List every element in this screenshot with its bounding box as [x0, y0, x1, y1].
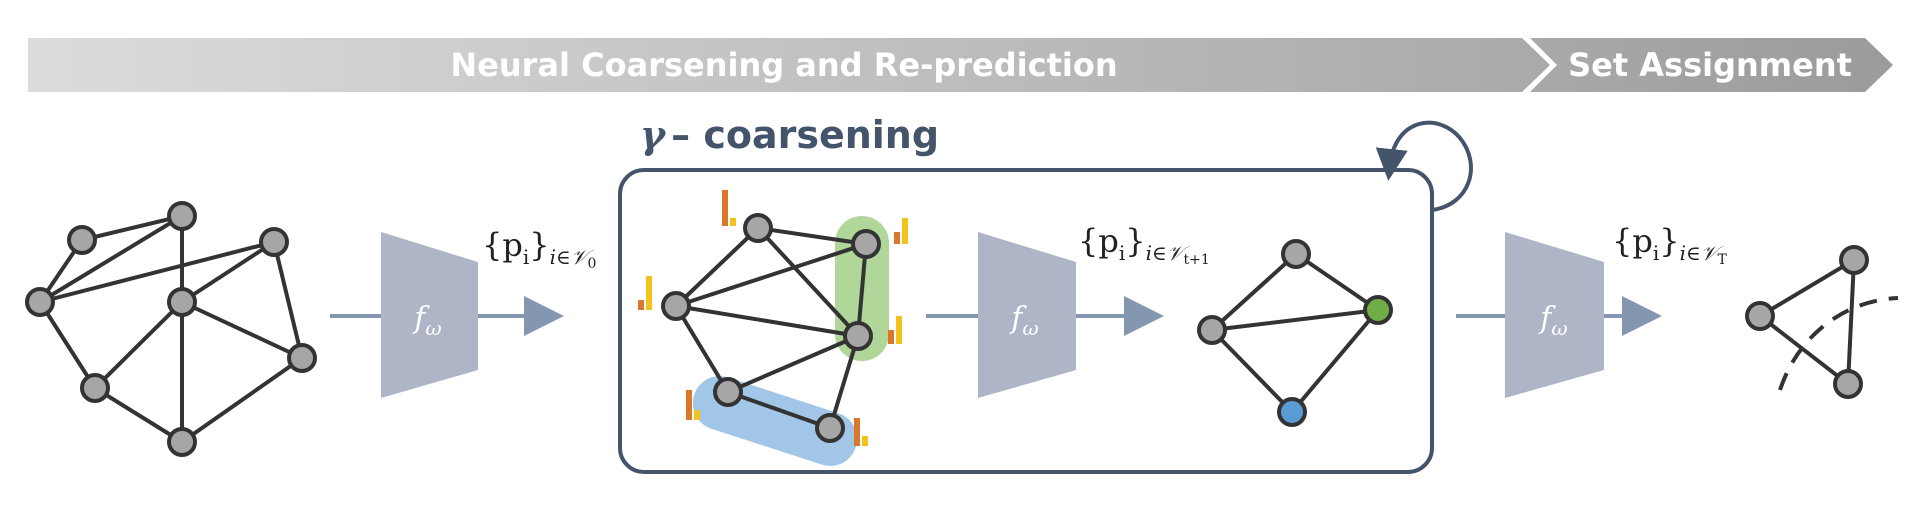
coarsening-graph-nodes [661, 213, 881, 443]
banner-stage2-arrow [1530, 38, 1893, 92]
graph-node [661, 291, 691, 321]
graph-node [851, 229, 881, 259]
graph-node [1745, 301, 1775, 331]
graph-node [167, 287, 197, 317]
encoder-trapezoid-icon [381, 232, 478, 398]
graph-node [743, 213, 773, 243]
graph-node [713, 377, 743, 407]
graph-node [67, 225, 97, 255]
graph-node [167, 201, 197, 231]
self-loop-arrow-icon [1375, 120, 1473, 212]
coarsening-title: γ– coarsening [640, 112, 939, 157]
graph-node [815, 413, 845, 443]
output-p0-label: {pi}i∈𝒱0 [482, 226, 596, 272]
final-graph [1758, 258, 1856, 386]
coarsening-graph [674, 226, 868, 430]
probability-bars [638, 190, 908, 446]
final-graph-nodes [1745, 245, 1869, 399]
input-graph-nodes [25, 201, 317, 457]
probability-bar-icon [722, 190, 736, 226]
graph-node [80, 373, 110, 403]
encoder-trapezoid-icon [978, 232, 1076, 398]
banner-stage1-arrow [28, 38, 1550, 92]
graph-node [287, 343, 317, 373]
graph-node [1833, 369, 1863, 399]
graph-node [1281, 239, 1311, 269]
stage-banner: Neural Coarsening and Re-prediction Set … [28, 38, 1893, 92]
graph-node [843, 321, 873, 351]
probability-bar-icon [638, 276, 652, 310]
green-merged-node [1363, 295, 1393, 325]
probability-bar-icon [686, 390, 700, 420]
blue-merged-node [1277, 397, 1307, 427]
coarsening-box [618, 168, 1434, 474]
graph-node [25, 287, 55, 317]
encoder-trapezoid-icon [1505, 232, 1604, 398]
banner-stage1-label: Neural Coarsening and Re-prediction [450, 46, 1117, 84]
graph-node [1197, 315, 1227, 345]
coarsened-graph-nodes [1197, 239, 1393, 427]
output-pt1-label: {pi}i∈𝒱t+1 [1078, 222, 1210, 268]
graph-node [167, 427, 197, 457]
probability-bar-icon [894, 218, 908, 244]
graph-node [259, 227, 289, 257]
output-pT-label: {pi}i∈𝒱T [1612, 222, 1727, 268]
graph-node [1839, 245, 1869, 275]
coarsened-graph [1210, 252, 1380, 414]
banner-stage2-label: Set Assignment [1568, 46, 1852, 84]
probability-bar-icon [854, 418, 868, 446]
probability-bar-icon [888, 316, 902, 344]
